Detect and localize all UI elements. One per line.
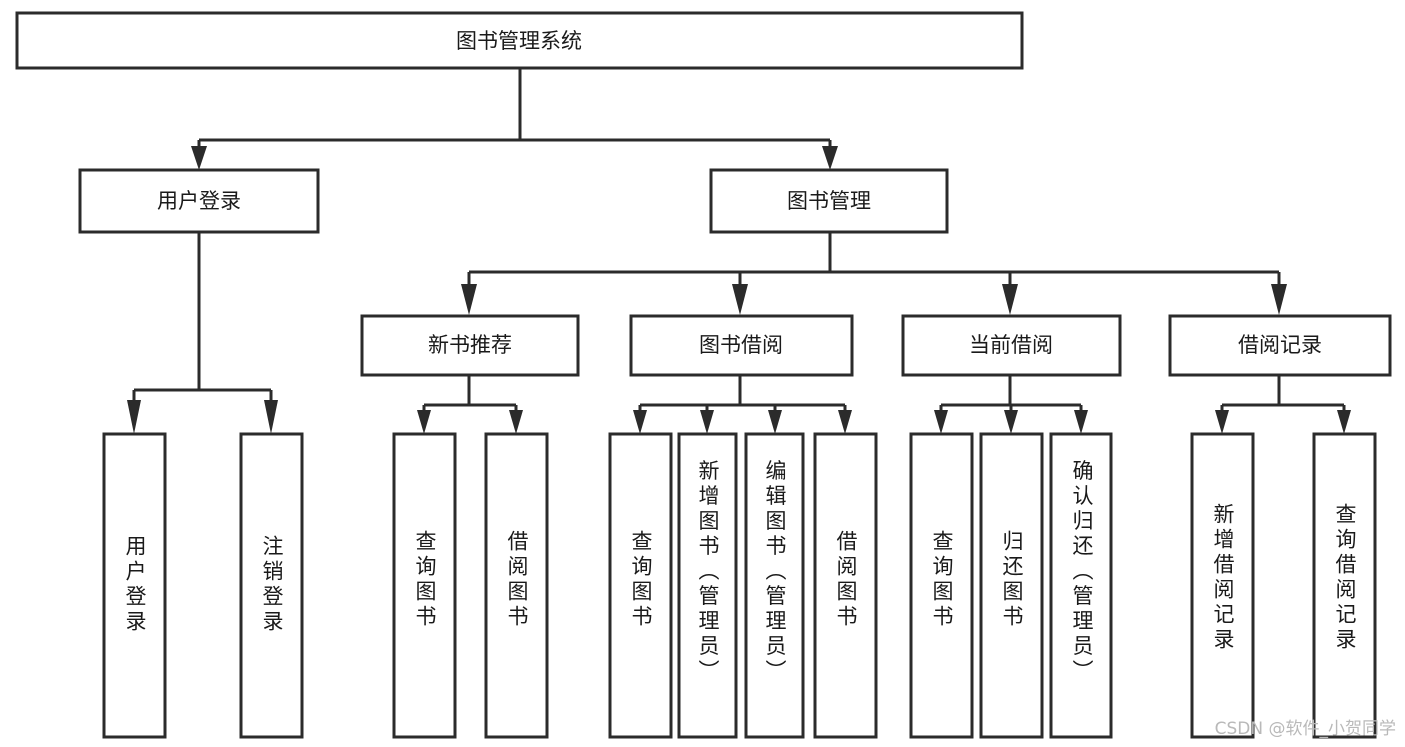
node-leaf-borrow-book-2[interactable]: 借阅图书 xyxy=(813,432,878,739)
node-leaf-confirm-return-label: 确认归还（管理员） xyxy=(1070,460,1094,685)
arrow-head-leaf-add-book xyxy=(700,410,714,434)
arrow-head-leaf-return-book xyxy=(1004,410,1018,434)
arrow-head-leaf-confirm-return xyxy=(1074,410,1088,434)
node-leaf-logout-label: 注销登录 xyxy=(260,535,284,635)
node-leaf-query-book-1-box[interactable] xyxy=(392,432,457,739)
node-leaf-return-book-label: 归还图书 xyxy=(1000,530,1024,630)
node-leaf-user-login-label: 用户登录 xyxy=(123,535,147,635)
node-leaf-borrow-book-1-label: 借阅图书 xyxy=(505,530,529,630)
node-root[interactable]: 图书管理系统 xyxy=(15,11,1024,70)
node-book-management-box[interactable] xyxy=(709,168,949,234)
node-book-borrow-box[interactable] xyxy=(629,314,854,377)
arrow-head-leaf-edit-book xyxy=(768,410,782,434)
node-borrow-record-box[interactable] xyxy=(1168,314,1392,377)
node-leaf-query-record-label: 查询借阅记录 xyxy=(1333,503,1357,653)
node-leaf-add-record-box[interactable] xyxy=(1190,432,1255,739)
node-new-book-recommend-box[interactable] xyxy=(360,314,580,377)
node-current-borrow[interactable]: 当前借阅 xyxy=(901,314,1122,377)
node-leaf-query-record[interactable]: 查询借阅记录 xyxy=(1312,432,1377,739)
node-leaf-edit-book-label: 编辑图书（管理员） xyxy=(763,460,787,685)
node-leaf-query-record-box[interactable] xyxy=(1312,432,1377,739)
node-leaf-edit-book-box[interactable] xyxy=(744,432,805,739)
node-leaf-logout-box[interactable] xyxy=(239,432,304,739)
node-leaf-query-book-2[interactable]: 查询图书 xyxy=(608,432,673,739)
node-new-book-recommend-label: 新书推荐 xyxy=(428,333,512,357)
node-book-management-label: 图书管理 xyxy=(787,189,871,213)
arrow-head-leaf-query-book-2 xyxy=(633,410,647,434)
node-leaf-borrow-book-2-label: 借阅图书 xyxy=(834,530,858,630)
node-leaf-borrow-book-2-box[interactable] xyxy=(813,432,878,739)
node-root-box[interactable] xyxy=(15,11,1024,70)
node-leaf-add-book[interactable]: 新增图书（管理员） xyxy=(677,432,738,739)
arrow-head-leaf-query-book-3 xyxy=(934,410,948,434)
node-leaf-return-book-box[interactable] xyxy=(979,432,1044,739)
node-leaf-query-book-2-label: 查询图书 xyxy=(629,530,653,630)
node-leaf-add-record[interactable]: 新增借阅记录 xyxy=(1190,432,1255,739)
node-book-borrow[interactable]: 图书借阅 xyxy=(629,314,854,377)
node-user-login-box[interactable] xyxy=(78,168,320,234)
arrow-head-leaf-user-login xyxy=(127,400,141,434)
node-leaf-add-book-label: 新增图书（管理员） xyxy=(696,460,720,685)
node-leaf-query-book-1[interactable]: 查询图书 xyxy=(392,432,457,739)
node-new-book-recommend[interactable]: 新书推荐 xyxy=(360,314,580,377)
node-current-borrow-box[interactable] xyxy=(901,314,1122,377)
node-current-borrow-label: 当前借阅 xyxy=(969,333,1053,357)
node-book-borrow-label: 图书借阅 xyxy=(699,333,783,357)
arrow-head-leaf-borrow-book-1 xyxy=(509,410,523,434)
arrow-head-current-borrow xyxy=(1002,284,1018,315)
node-leaf-add-record-label: 新增借阅记录 xyxy=(1211,503,1235,653)
node-leaf-query-book-1-label: 查询图书 xyxy=(413,530,437,630)
node-borrow-record-label: 借阅记录 xyxy=(1238,333,1322,357)
node-leaf-confirm-return[interactable]: 确认归还（管理员） xyxy=(1049,432,1113,739)
arrow-head-new-book-recommend xyxy=(461,284,477,315)
node-leaf-confirm-return-box[interactable] xyxy=(1049,432,1113,739)
node-leaf-query-book-2-box[interactable] xyxy=(608,432,673,739)
arrow-head-user-login xyxy=(191,146,207,170)
node-leaf-query-book-3-label: 查询图书 xyxy=(930,530,954,630)
arrow-head-leaf-logout xyxy=(264,400,278,434)
node-leaf-borrow-book-1-box[interactable] xyxy=(484,432,549,739)
node-leaf-borrow-book-1[interactable]: 借阅图书 xyxy=(484,432,549,739)
node-leaf-query-book-3[interactable]: 查询图书 xyxy=(909,432,974,739)
arrow-head-leaf-query-book-1 xyxy=(417,410,431,434)
node-book-management[interactable]: 图书管理 xyxy=(709,168,949,234)
node-leaf-user-login-box[interactable] xyxy=(102,432,167,739)
arrow-head-book-management xyxy=(822,146,838,170)
csdn-watermark: CSDN @软件_小贺同学 xyxy=(1215,719,1396,739)
node-leaf-edit-book[interactable]: 编辑图书（管理员） xyxy=(744,432,805,739)
node-leaf-add-book-box[interactable] xyxy=(677,432,738,739)
arrow-head-book-borrow xyxy=(732,284,748,315)
connector-layer xyxy=(127,68,1351,434)
node-root-label: 图书管理系统 xyxy=(456,29,582,53)
node-leaf-query-book-3-box[interactable] xyxy=(909,432,974,739)
node-leaf-user-login[interactable]: 用户登录 xyxy=(102,432,167,739)
node-user-login-label: 用户登录 xyxy=(157,189,241,213)
node-user-login[interactable]: 用户登录 xyxy=(78,168,320,234)
arrow-head-leaf-borrow-book-2 xyxy=(838,410,852,434)
arrow-head-leaf-query-record xyxy=(1337,410,1351,434)
arrow-head-borrow-record xyxy=(1271,284,1287,315)
arrow-head-leaf-add-record xyxy=(1215,410,1229,434)
node-leaf-return-book[interactable]: 归还图书 xyxy=(979,432,1044,739)
node-leaf-logout[interactable]: 注销登录 xyxy=(239,432,304,739)
node-borrow-record[interactable]: 借阅记录 xyxy=(1168,314,1392,377)
